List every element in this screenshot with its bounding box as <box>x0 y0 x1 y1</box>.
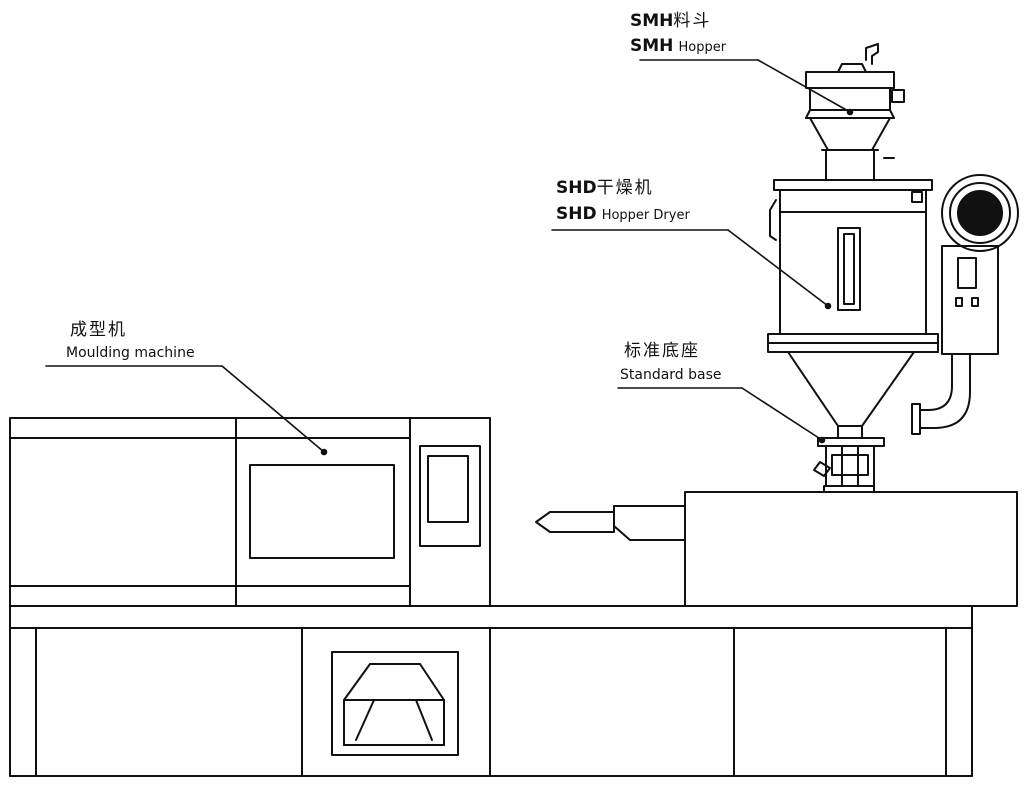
callout-leaders <box>45 59 854 456</box>
smh-hopper-en-prefix: SMH <box>630 36 674 56</box>
dryer-blower <box>941 174 1019 252</box>
shd-dryer-en: Hopper Dryer <box>601 208 690 223</box>
standard-base <box>813 437 885 493</box>
shd-dryer-label: SHD干燥机 <box>556 180 654 197</box>
dryer-air-duct <box>911 353 971 435</box>
smh-hopper-prefix: SMH <box>630 11 674 31</box>
injection-unit <box>535 491 1018 607</box>
dryer-control-box <box>941 245 999 355</box>
smh-hopper <box>805 43 905 181</box>
moulding-machine-cn-label: 成型机 <box>70 320 127 340</box>
shd-dryer-prefix: SHD <box>556 178 597 198</box>
hopper-dryer <box>767 179 939 439</box>
smh-hopper-label: SMH料斗 <box>630 13 711 30</box>
machine-base-frame <box>9 605 973 777</box>
base-hopper-chute <box>331 651 459 756</box>
smh-hopper-en: Hopper <box>678 40 727 55</box>
standard-base-en-label: Standard base <box>620 367 722 383</box>
shd-dryer-en-label: SHD Hopper Dryer <box>556 206 690 223</box>
moulding-machine-en-label: Moulding machine <box>66 345 195 361</box>
smh-hopper-cn: 料斗 <box>673 11 712 31</box>
smh-hopper-en-label: SMH Hopper <box>630 38 726 55</box>
shd-dryer-cn: 干燥机 <box>596 178 654 198</box>
moulding-machine-body <box>9 417 491 607</box>
standard-base-cn-label: 标准底座 <box>624 341 700 361</box>
shd-dryer-en-prefix: SHD <box>556 204 597 224</box>
